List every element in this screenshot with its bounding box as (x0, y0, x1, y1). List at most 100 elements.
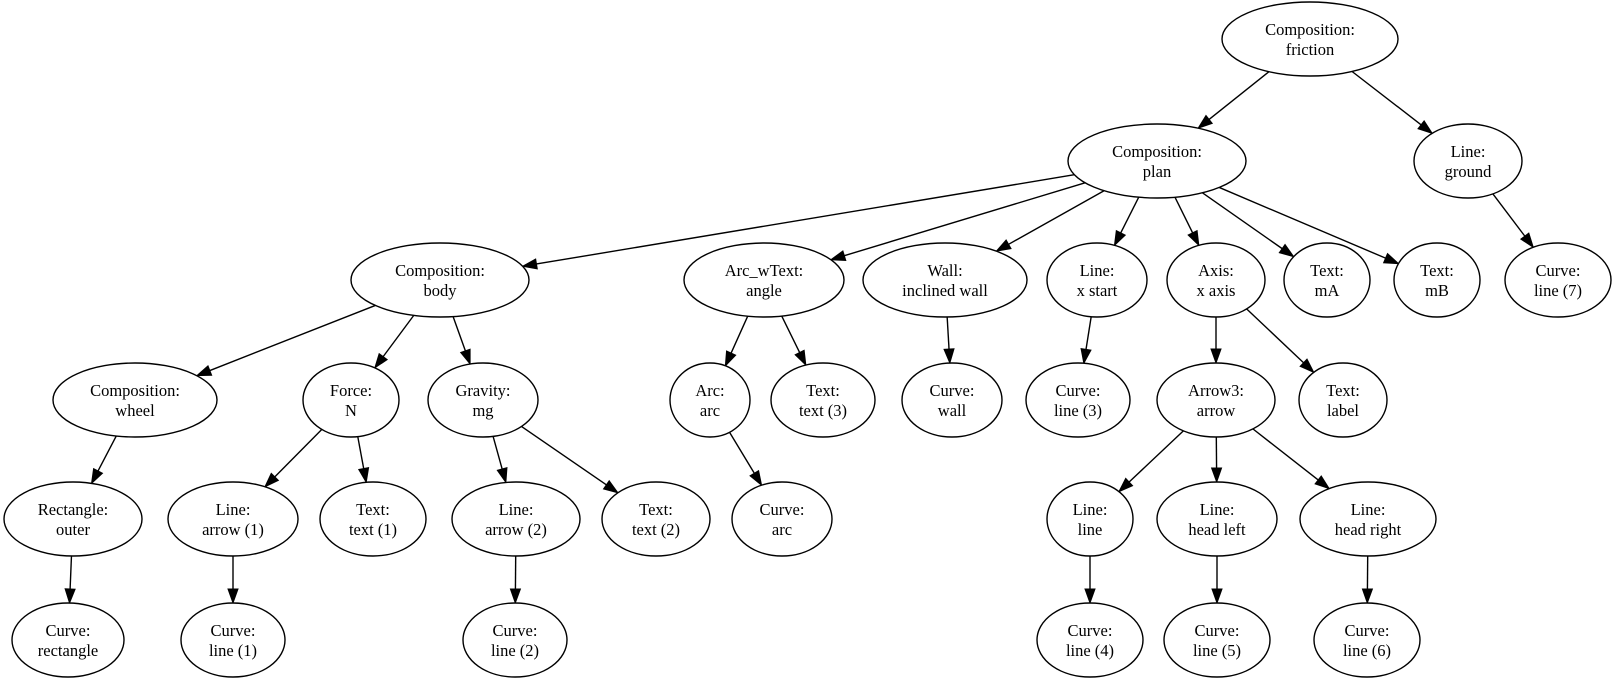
arrowhead-icon (1210, 348, 1222, 365)
graph-node-gravity-mg: Gravity:mg (427, 362, 539, 438)
arrowhead-icon (357, 467, 370, 484)
node-ellipse (350, 242, 530, 318)
edge-line (382, 314, 415, 358)
graph-node-head-right: Line:head right (1299, 481, 1437, 557)
edge-line (357, 436, 365, 469)
edge-line (781, 315, 801, 353)
graph-node-curve-wall: Curve:wall (901, 362, 1003, 438)
node-label-line1: Wall: (927, 261, 962, 280)
node-label-line1: Line: (1073, 500, 1108, 519)
node-ellipse (3, 481, 143, 557)
graph-edge-friction-to-plan (1196, 71, 1270, 130)
graph-edge-arc-node-to-curve-arc (728, 431, 763, 487)
node-label-line2: wall (938, 401, 967, 420)
graph-edge-plan-to-wall-node (995, 190, 1105, 252)
arrowhead-icon (1314, 475, 1331, 490)
node-ellipse (11, 602, 125, 678)
graph-edge-ground-to-line7 (1492, 193, 1535, 249)
arrowhead-icon (373, 352, 389, 370)
node-label-line2: arc (772, 520, 792, 539)
arrowhead-icon (195, 365, 213, 377)
graph-edge-plan-to-mB (1218, 186, 1400, 265)
graph-edge-plan-to-x-start (1113, 196, 1140, 247)
arrowhead-icon (1080, 348, 1092, 365)
graph-edge-gravity-mg-to-text2 (521, 425, 620, 494)
node-ellipse (167, 481, 299, 557)
graph-edge-angle-to-arc-node (724, 315, 749, 368)
graph-node-arc-node: Arc:arc (669, 362, 751, 438)
node-label-line1: Curve: (493, 621, 538, 640)
graph-node-text2: Text:text (2) (601, 481, 711, 557)
node-label-line1: Curve: (760, 500, 805, 519)
edge-line (1120, 196, 1140, 234)
node-label-line2: label (1327, 401, 1359, 420)
graph-edge-force-n-to-arrow1 (263, 428, 323, 488)
node-label-line1: Rectangle: (38, 500, 109, 519)
graph-node-plan: Composition:plan (1067, 123, 1247, 199)
node-ellipse (601, 481, 711, 557)
graph-edge-arrow3-to-line-line (1117, 430, 1184, 493)
edge-line (69, 555, 73, 590)
node-ellipse (1163, 602, 1271, 678)
node-label-line2: friction (1286, 40, 1335, 59)
edge-line (1128, 430, 1184, 483)
graph-edge-plan-to-mA (1202, 192, 1295, 258)
edge-line (728, 431, 755, 474)
graph-node-line4: Curve:line (4) (1036, 602, 1144, 678)
edge-line (97, 435, 117, 472)
node-label-line1: Composition: (1265, 20, 1355, 39)
graph-node-mA: Text:mA (1283, 242, 1371, 318)
arrowhead-icon (64, 588, 76, 605)
arrowhead-icon (602, 479, 620, 494)
graph-node-line5: Curve:line (5) (1163, 602, 1271, 678)
graph-node-wall-node: Wall:inclined wall (862, 242, 1028, 318)
arrowhead-icon (1278, 243, 1295, 258)
node-label-line2: text (3) (799, 401, 847, 420)
node-label-line2: line (6) (1343, 641, 1391, 660)
graph-node-line-line: Line:line (1046, 481, 1134, 557)
graph-edge-line-line-to-line4 (1084, 556, 1096, 605)
node-ellipse (180, 602, 286, 678)
node-label-line2: wheel (115, 401, 155, 420)
node-label-line1: Line: (1080, 261, 1115, 280)
node-ellipse (1283, 242, 1371, 318)
arrowhead-icon (1117, 477, 1134, 493)
node-ellipse (669, 362, 751, 438)
arrowhead-icon (943, 348, 955, 365)
graph-edge-outer-to-curve-rect (64, 555, 76, 605)
edge-line (1246, 308, 1305, 364)
edge-line (1085, 316, 1092, 350)
node-label-line1: Composition: (395, 261, 485, 280)
node-label-line2: line (4) (1066, 641, 1114, 660)
arrowhead-icon (1187, 229, 1200, 247)
graph-node-x-start: Line:x start (1046, 242, 1148, 318)
node-label-line1: Text: (806, 381, 840, 400)
node-label-line2: text (2) (632, 520, 680, 539)
node-label-line2: plan (1143, 162, 1171, 181)
edge-line (521, 425, 607, 486)
arrowhead-icon (1361, 588, 1374, 605)
graph-node-arrow3: Arrow3:arrow (1156, 362, 1276, 438)
node-label-line2: mB (1425, 281, 1449, 300)
arrowhead-icon (90, 467, 104, 485)
graph-node-head-left: Line:head left (1156, 481, 1278, 557)
arrowhead-icon (459, 348, 471, 366)
edge-line (1208, 71, 1270, 121)
arrowhead-icon (995, 239, 1012, 252)
edge-line (209, 304, 376, 372)
node-ellipse (451, 481, 581, 557)
edge-line (1008, 190, 1105, 245)
node-ellipse (1221, 1, 1399, 77)
edge-line (730, 315, 749, 354)
node-ellipse (1046, 481, 1134, 557)
node-label-line1: Arrow3: (1188, 381, 1244, 400)
node-ellipse (1025, 362, 1131, 438)
node-label-line2: arrow (1) (202, 520, 264, 539)
node-label-line1: Curve: (1068, 621, 1113, 640)
node-label-line2: arrow (1197, 401, 1236, 420)
node-label-line2: line (3) (1054, 401, 1102, 420)
node-ellipse (1046, 242, 1148, 318)
node-label-line2: line (1) (209, 641, 257, 660)
node-label-line1: Line: (1200, 500, 1235, 519)
graph-edge-plan-to-x-axis (1174, 196, 1200, 247)
